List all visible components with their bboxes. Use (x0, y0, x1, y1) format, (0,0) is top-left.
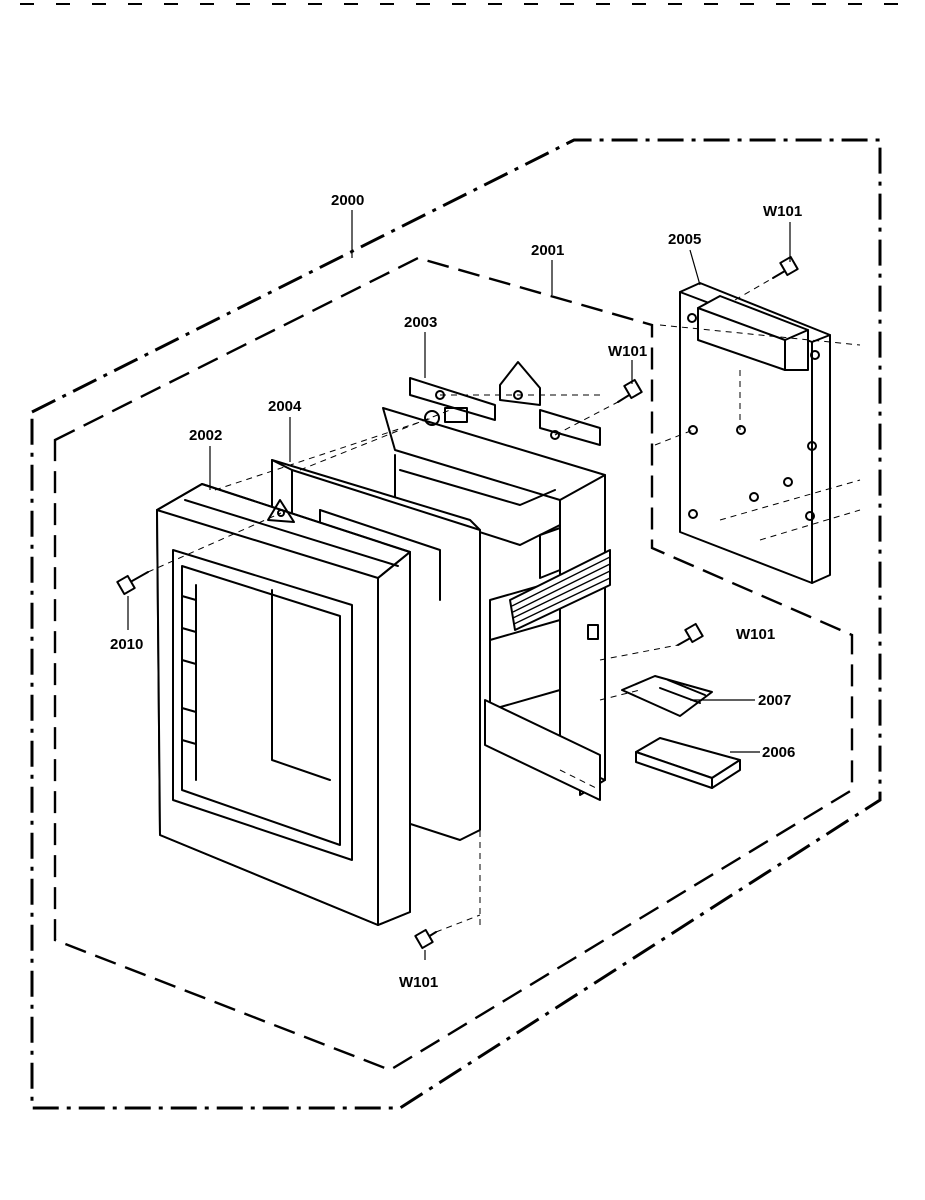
label-w101-right: W101 (736, 626, 775, 643)
screw-w101-bottom (414, 928, 437, 950)
label-2010: 2010 (110, 636, 143, 653)
screw-w101-right (677, 622, 704, 646)
pcb-2005 (679, 282, 831, 584)
leader-lines (127, 210, 791, 960)
label-w101-top: W101 (763, 203, 802, 220)
label-2001: 2001 (531, 242, 564, 259)
part-2006-shape (635, 737, 741, 789)
screw-w101-top (772, 255, 799, 279)
assembly-2001-boundary (53, 256, 854, 1072)
label-2000: 2000 (331, 192, 364, 209)
label-2004: 2004 (268, 398, 302, 415)
screw-2010 (116, 571, 149, 596)
label-2002: 2002 (189, 427, 222, 444)
label-2007: 2007 (758, 692, 791, 709)
frame-2001 (382, 407, 611, 801)
label-w101-mid: W101 (608, 343, 647, 360)
label-2003: 2003 (404, 314, 437, 331)
assembly-2000-boundary (30, 138, 882, 1110)
ribbon-cable (509, 549, 611, 631)
alignment-lines (147, 277, 861, 933)
front-frame-2002 (156, 483, 411, 926)
part-2007-shape (621, 675, 713, 717)
screw-w101-mid (617, 378, 643, 403)
label-2005: 2005 (668, 231, 701, 248)
label-w101-bottom: W101 (399, 974, 438, 991)
label-2006: 2006 (762, 744, 795, 761)
bracket-2003 (409, 361, 601, 446)
